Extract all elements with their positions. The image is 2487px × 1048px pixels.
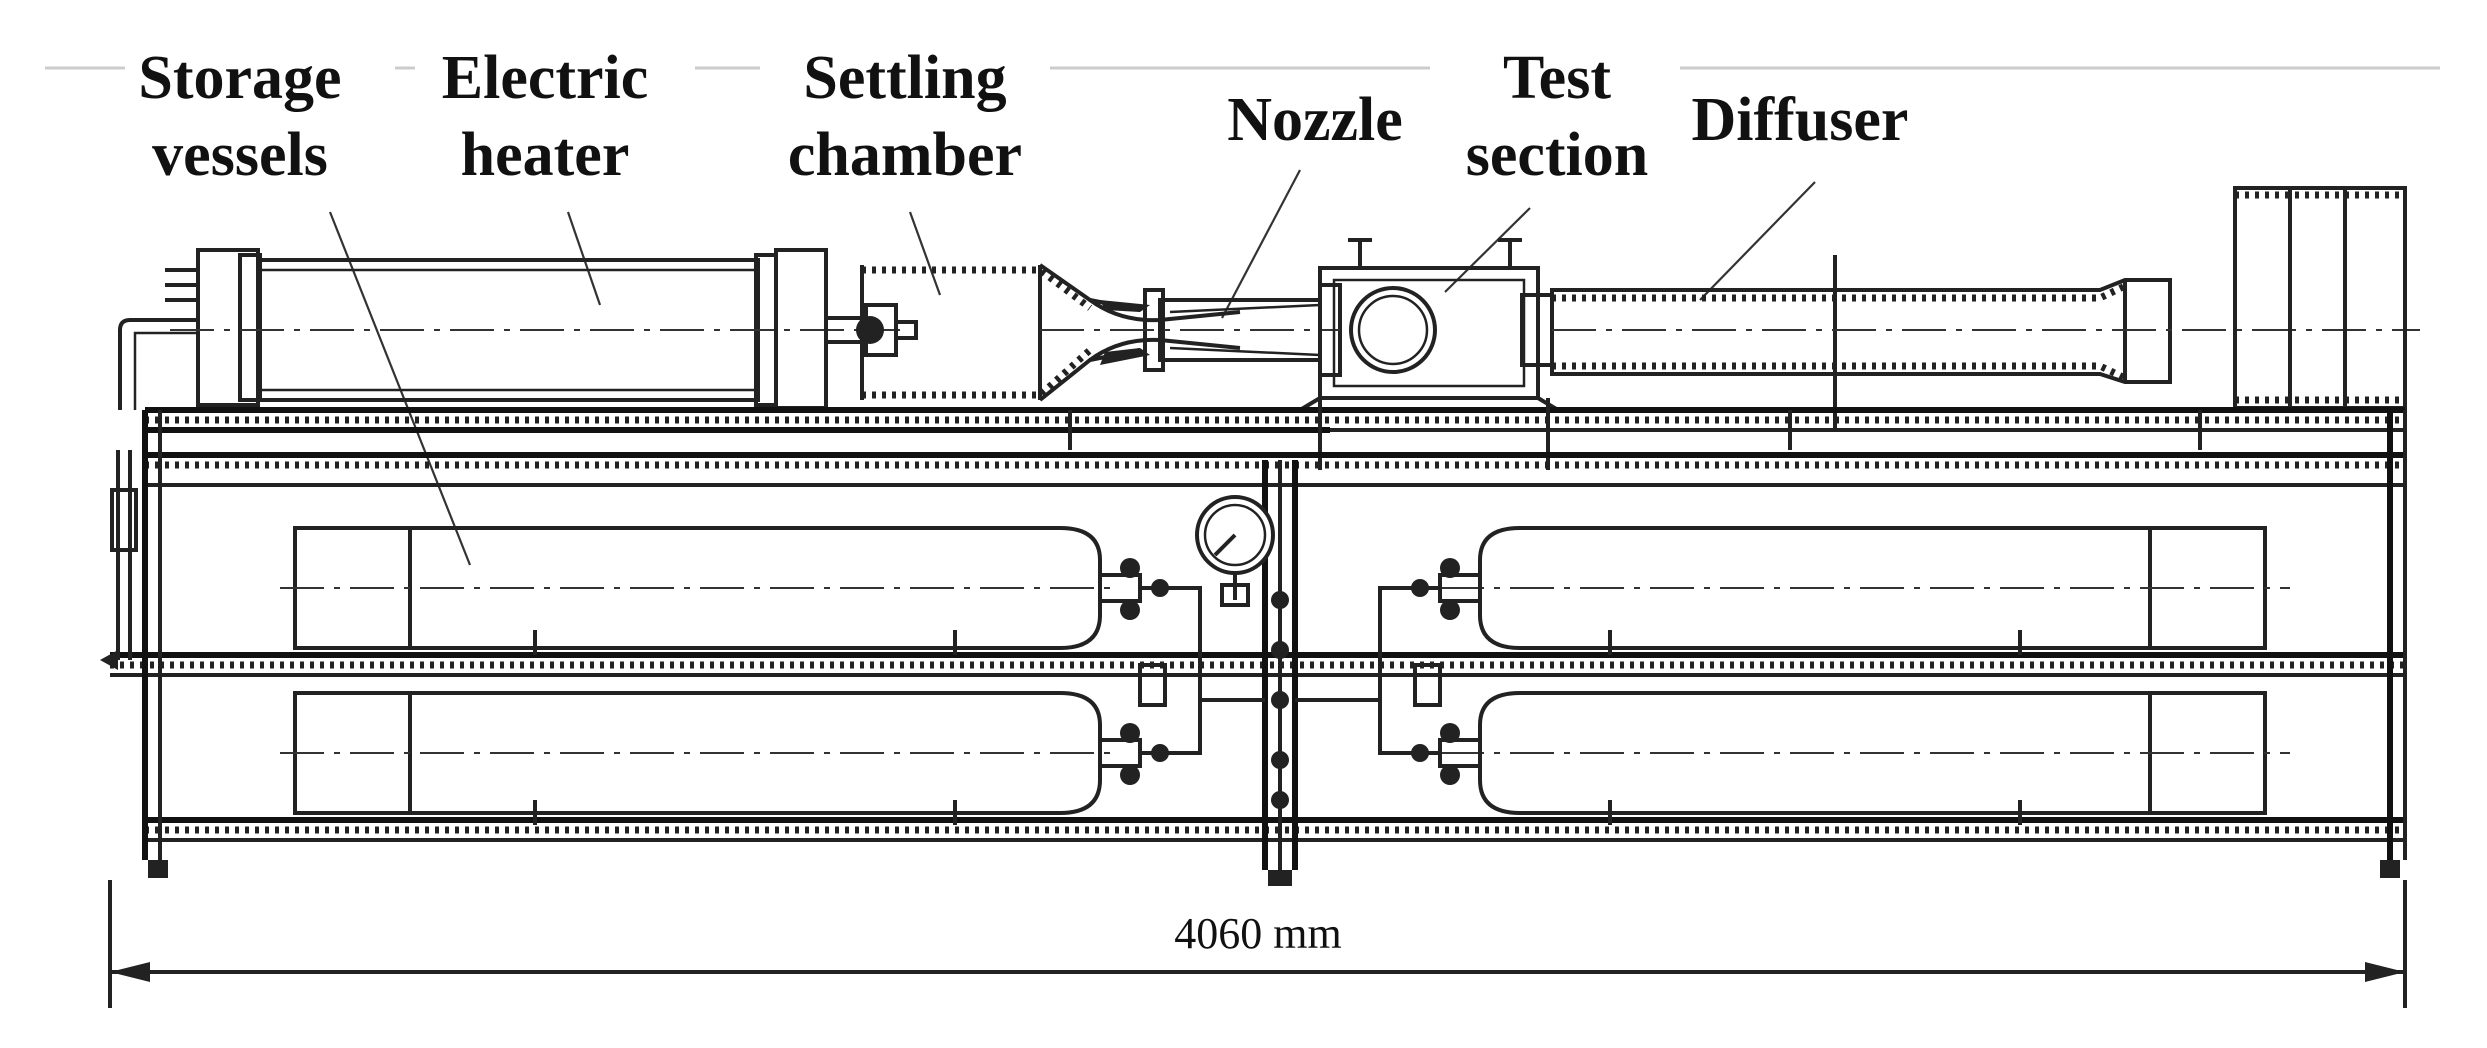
overall-length-label: 4060 mm [1174, 909, 1341, 958]
storage-vessel-lower-left [280, 691, 1169, 825]
settling-chamber-leader [908, 211, 942, 296]
diffuser-leader [1699, 181, 1816, 301]
storage-vessels-label-line2: vessels [152, 121, 328, 189]
test-section-leader [1444, 207, 1531, 293]
electric-heater-label-line2: heater [461, 121, 630, 189]
exhaust-box [2233, 186, 2407, 410]
storage-vessels-label-line1: Storage [138, 44, 341, 112]
storage-vessel-lower-right [1411, 691, 2290, 825]
test-section-window [1349, 286, 1437, 374]
nozzle-leader [1221, 169, 1301, 319]
storage-vessels-leader [328, 211, 472, 566]
support-frame [100, 398, 2407, 886]
settling-chamber-label-line1: Settling [803, 44, 1006, 112]
electric-heater-label-line1: Electric [442, 44, 649, 112]
test-section-label-line2: section [1466, 121, 1649, 189]
overall-length-dimension: 4060 mm [108, 880, 2407, 1008]
heater-left-flange [196, 248, 260, 407]
nozzle-label: Nozzle [1227, 86, 1403, 154]
upper-assembly [118, 186, 2420, 430]
storage-vessel-upper-left [280, 526, 1169, 655]
settling-chamber-wall [862, 266, 1093, 399]
manifold-piping [1138, 586, 1442, 809]
test-section-body [1318, 266, 1540, 400]
settling-chamber-label-line2: chamber [788, 121, 1022, 189]
diffuser-label: Diffuser [1692, 86, 1909, 154]
test-section-label-line1: Test [1503, 44, 1611, 112]
diffuser-wall [1552, 282, 2127, 382]
storage-vessel-upper-right [1411, 526, 2290, 655]
